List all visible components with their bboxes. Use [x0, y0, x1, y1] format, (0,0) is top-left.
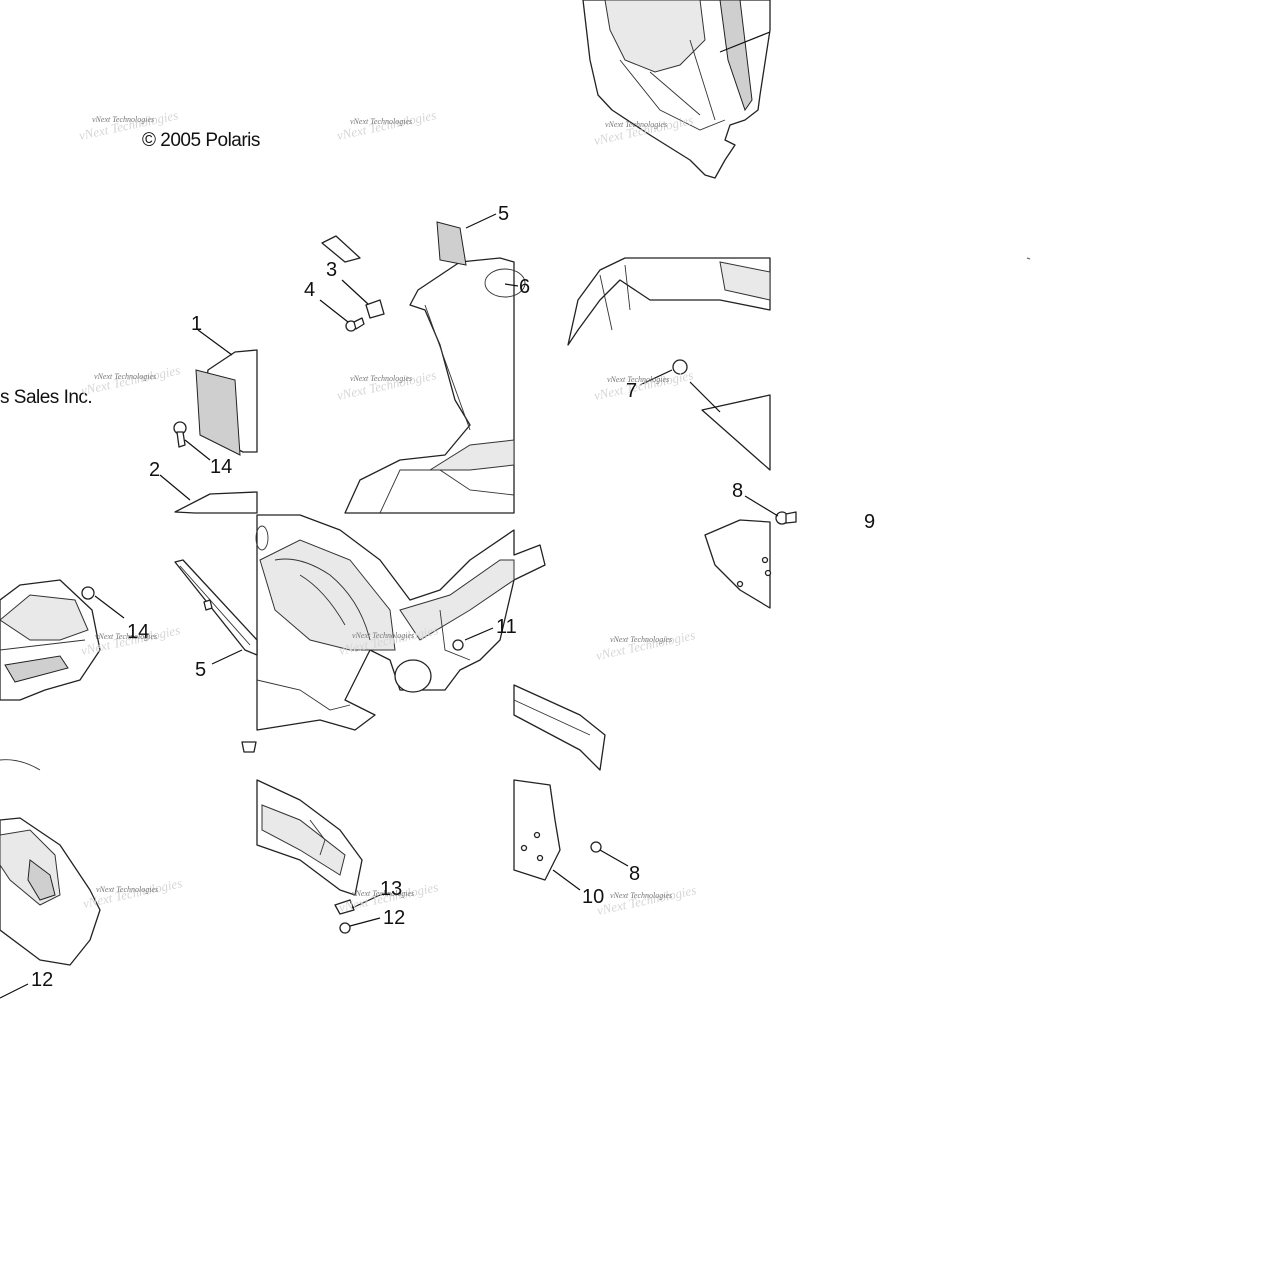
watermark-label: vNext Technologies	[92, 115, 154, 124]
watermark-label: vNext Technologies	[96, 885, 158, 894]
side-rail-5	[174, 559, 258, 665]
svg-text:vNext Technologies: vNext Technologies	[593, 367, 695, 403]
callout-1: 1	[191, 313, 202, 335]
watermark-label: vNext Technologies	[605, 120, 667, 129]
watermark-label: vNext Technologies	[350, 117, 412, 126]
fastener-3	[321, 235, 385, 319]
callout-labels: 1 2 3 4 5 6 7 8 9 10 11 12 13 14 5 14 12…	[31, 203, 875, 991]
channel-bracket-part	[513, 684, 629, 891]
callout-7: 7	[626, 380, 637, 402]
callout-6: 6	[519, 276, 530, 298]
callout-8-upper: 8	[732, 480, 743, 502]
callout-2: 2	[149, 459, 160, 481]
front-fender-part	[344, 213, 526, 514]
callout-5-lower: 5	[195, 659, 206, 681]
watermark-label: vNext Technologies	[352, 889, 414, 898]
callout-10: 10	[582, 886, 604, 908]
watermark-label: vNext Technologies	[610, 891, 672, 900]
svg-text:vNext Technologies: vNext Technologies	[596, 882, 698, 918]
callout-8-lower: 8	[629, 863, 640, 885]
svg-text:vNext Technologies: vNext Technologies	[595, 627, 697, 663]
callout-12-left: 12	[31, 969, 53, 991]
rear-fender-part	[567, 257, 771, 471]
callout-14-upper: 14	[210, 456, 232, 478]
callout-12-mid: 12	[383, 907, 405, 929]
watermark-label: vNext Technologies	[95, 632, 157, 641]
callout-9: 9	[864, 511, 875, 533]
callout-11: 11	[496, 616, 517, 638]
copyright-text-1: © 2005 Polaris	[142, 130, 260, 151]
watermark-label: vNext Technologies	[610, 635, 672, 644]
fastener-4	[319, 299, 365, 332]
front-rack-part	[0, 579, 125, 701]
callout-3: 3	[326, 259, 337, 281]
callout-4: 4	[304, 279, 315, 301]
callout-14-lower: 14	[127, 621, 149, 643]
footwell-part	[241, 741, 381, 934]
copyright-text-2: s Sales Inc.	[0, 387, 92, 408]
main-body-frame	[255, 514, 546, 731]
watermark-label: vNext Technologies	[607, 375, 669, 384]
watermark-label: vNext Technologies	[350, 374, 412, 383]
stray-mark	[1026, 257, 1031, 260]
headlight-pod-part	[159, 329, 258, 514]
svg-text:vNext Technologies: vNext Technologies	[336, 367, 438, 403]
watermark-label: vNext Technologies	[352, 631, 414, 640]
rear-rack-lower-part	[0, 759, 101, 999]
callout-5-upper: 5	[498, 203, 509, 225]
bolt-8-upper	[744, 495, 797, 525]
watermark-label: vNext Technologies	[94, 372, 156, 381]
side-panel-9	[704, 519, 772, 609]
callout-13: 13	[380, 878, 402, 900]
rear-rack-top-part	[582, 0, 771, 179]
